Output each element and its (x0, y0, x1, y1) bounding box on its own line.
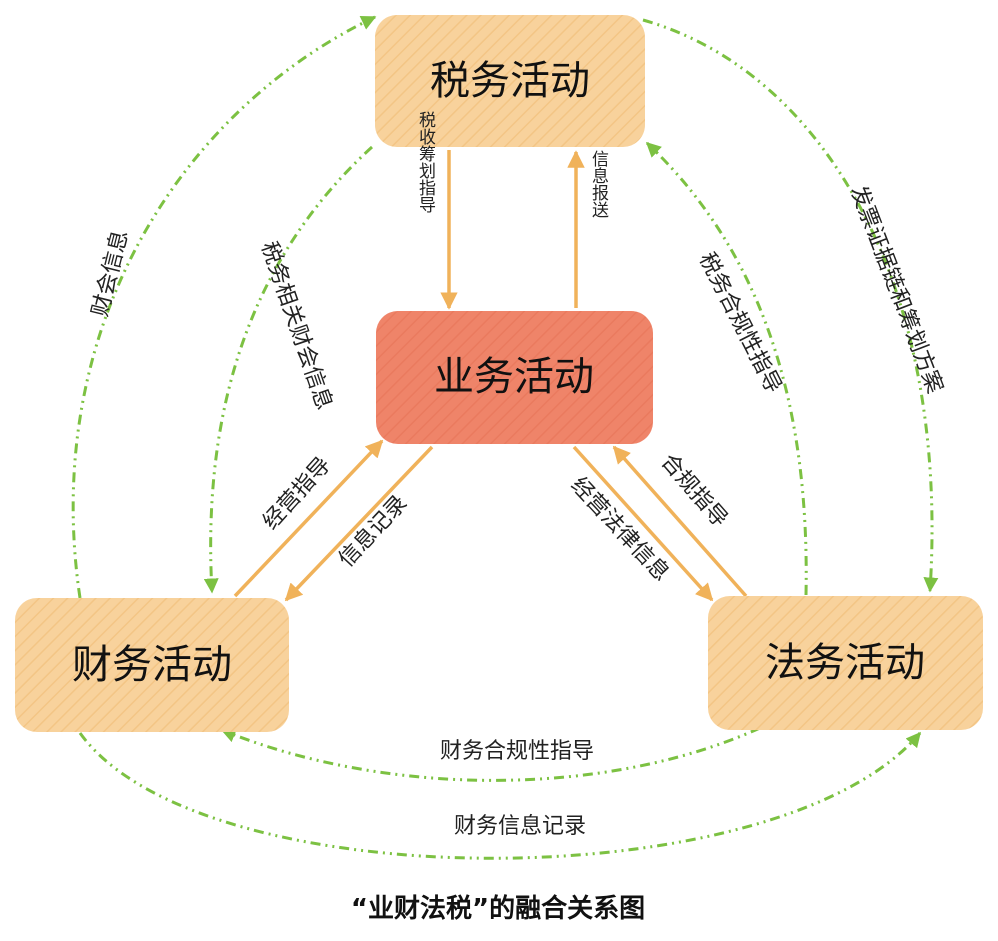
label-legal-to-finance: 财务合规性指导 (440, 739, 594, 764)
node-tax: 税务活动 (375, 15, 645, 147)
label-finance-to-legal: 财务信息记录 (454, 814, 586, 839)
node-legal-label: 法务活动 (765, 640, 925, 686)
node-legal: 法务活动 (708, 596, 983, 730)
node-tax-label: 税务活动 (430, 58, 590, 104)
label-business-to-tax: 信息报送 (588, 150, 609, 218)
label-finance-to-tax: 财会信息 (88, 228, 134, 319)
label-finance-to-business: 经营指导 (258, 453, 335, 535)
label-tax-to-legal: 发票证据链和筹划方案 (845, 182, 947, 396)
arrow-finance-to-business (233, 439, 384, 598)
label-legal-to-tax: 税务合规性指导 (694, 249, 786, 398)
label-legal-to-business: 合规指导 (656, 449, 733, 532)
label-tax-to-finance: 税务相关财会信息 (256, 239, 337, 414)
node-business-label: 业务活动 (434, 354, 594, 400)
arrow-legal-to-finance (220, 726, 761, 782)
arrow-finance-to-legal (78, 731, 922, 860)
node-finance: 财务活动 (15, 598, 289, 732)
node-finance-label: 财务活动 (72, 642, 232, 688)
figure-caption: “业财法税”的融合关系图 (351, 893, 645, 924)
arrow-legal-to-tax (645, 141, 808, 596)
node-business: 业务活动 (376, 311, 653, 444)
arrow-legal-to-business (612, 445, 748, 598)
label-business-to-finance: 信息记录 (334, 491, 412, 572)
arrow-business-to-finance (284, 445, 434, 602)
arrow-business-to-legal (572, 445, 714, 602)
arrow-finance-to-tax (71, 15, 377, 599)
arrow-tax-to-legal (642, 18, 939, 593)
label-tax-to-business: 税收筹划指导 (415, 111, 436, 213)
label-business-to-legal: 经营法律信息 (566, 473, 674, 587)
arrow-tax-to-finance (203, 145, 374, 594)
